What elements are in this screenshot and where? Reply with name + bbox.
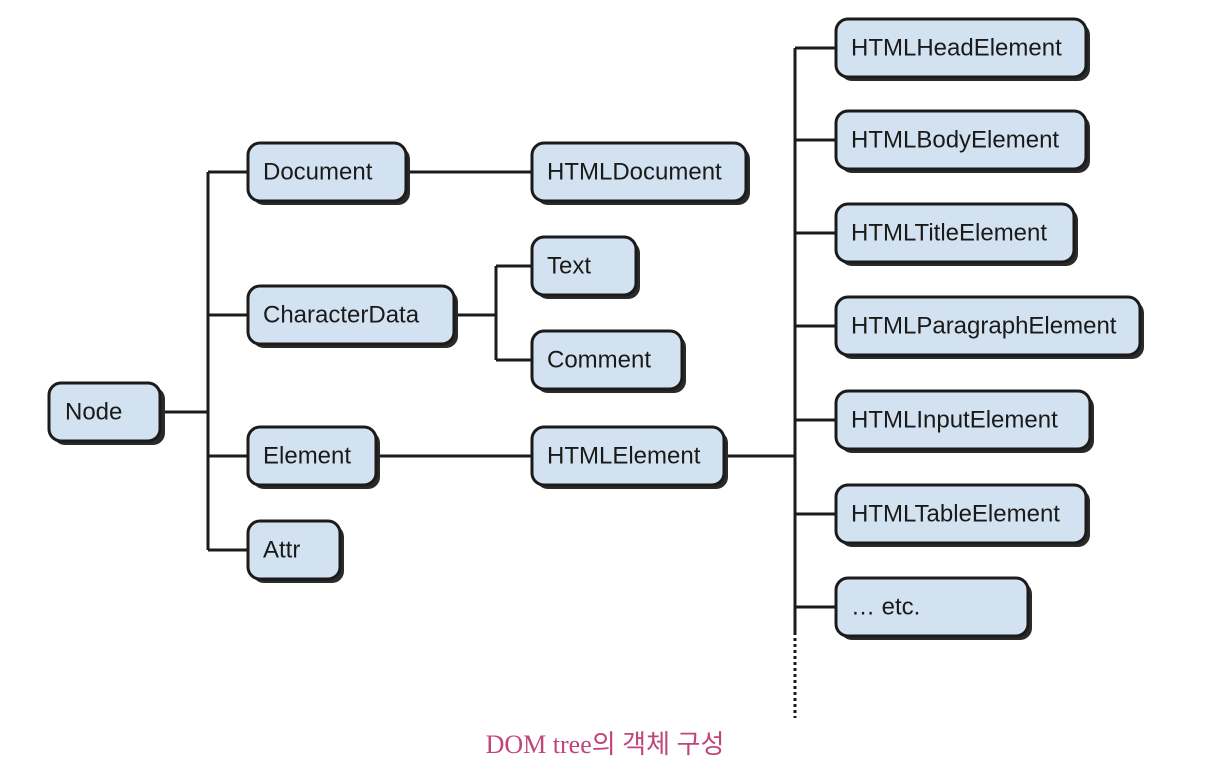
node-element: Element [246,425,380,489]
node-htmlbodyelement: HTMLBodyElement [834,109,1090,173]
node-attr-label: Attr [263,537,300,564]
node-htmltableelement: HTMLTableElement [834,483,1090,547]
node-htmlelement: HTMLElement [530,425,728,489]
node-htmlelement-label: HTMLElement [547,443,701,470]
node-attr: Attr [246,519,344,583]
figure-caption: DOM tree의 객체 구성 [485,730,725,759]
node-text-label: Text [547,253,591,280]
node-document: Document [246,141,410,205]
node-etc-label: … etc. [851,594,920,621]
node-htmlinputelement-label: HTMLInputElement [851,407,1058,434]
node-htmltitleelement-label: HTMLTitleElement [851,220,1047,247]
node-document-label: Document [263,159,373,186]
connectors [160,46,836,718]
node-htmldocument-label: HTMLDocument [547,159,722,186]
node-htmltableelement-label: HTMLTableElement [851,501,1060,528]
node-node-label: Node [65,399,122,426]
node-htmlinputelement: HTMLInputElement [834,389,1094,453]
node-htmltitleelement: HTMLTitleElement [834,202,1078,266]
node-htmldocument: HTMLDocument [530,141,750,205]
node-comment: Comment [530,329,686,393]
node-comment-label: Comment [547,347,651,374]
node-htmlparagraphelement-label: HTMLParagraphElement [851,313,1117,340]
node-characterdata: CharacterData [246,284,458,348]
node-node: Node [47,381,165,445]
node-htmlheadelement: HTMLHeadElement [834,17,1090,81]
node-htmlparagraphelement: HTMLParagraphElement [834,295,1144,359]
node-htmlheadelement-label: HTMLHeadElement [851,35,1062,62]
node-element-label: Element [263,443,351,470]
node-text: Text [530,235,640,299]
node-etc: … etc. [834,576,1032,640]
node-characterdata-label: CharacterData [263,302,420,329]
node-htmlbodyelement-label: HTMLBodyElement [851,127,1059,154]
